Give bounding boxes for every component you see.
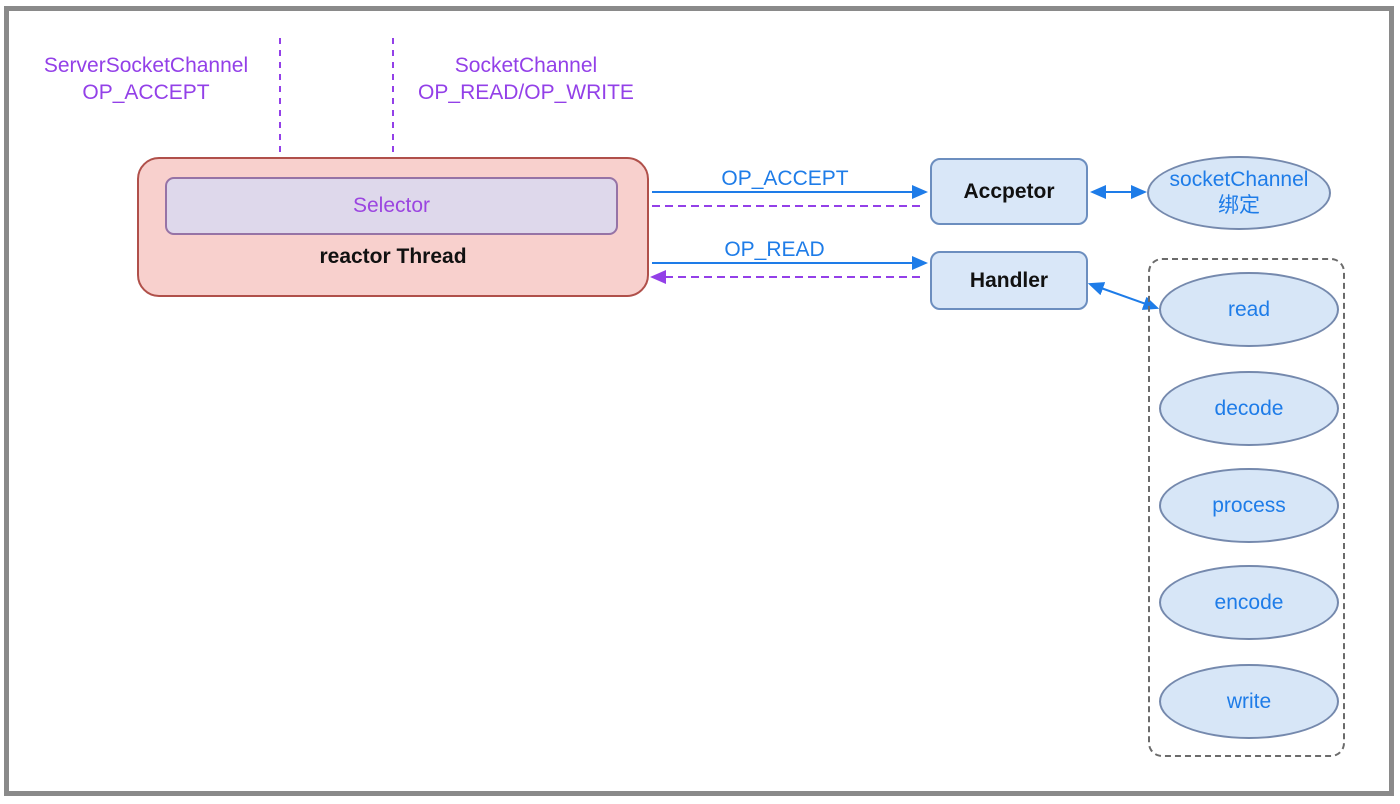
socketchannel-bind-ellipse: socketChannel 绑定 <box>1147 156 1331 230</box>
pipeline-step-process: process <box>1159 468 1339 543</box>
handler-read-double-arrow <box>1087 282 1160 310</box>
socket-channel-label-line2: OP_READ/OP_WRITE <box>418 81 634 104</box>
server-socket-channel-label: ServerSocketChannel OP_ACCEPT <box>20 52 272 106</box>
server-socket-channel-label-line1: ServerSocketChannel <box>43 54 249 77</box>
socket-channel-label-line1: SocketChannel <box>454 54 598 77</box>
acceptor-box: Accpetor <box>930 158 1088 225</box>
handler-box: Handler <box>930 251 1088 310</box>
socket-channel-label: SocketChannel OP_READ/OP_WRITE <box>385 52 667 106</box>
reactor-thread-label: reactor Thread <box>319 245 467 268</box>
handler-label: Handler <box>969 268 1049 292</box>
op-read-edge-label: OP_READ <box>724 238 825 261</box>
selector-box: Selector <box>165 177 618 235</box>
socketchannel-bind-line2: 绑定 <box>1218 194 1260 217</box>
pipeline-step-decode: decode <box>1159 371 1339 446</box>
op-accept-edge-label: OP_ACCEPT <box>721 167 849 190</box>
pipeline-step-encode: encode <box>1159 565 1339 640</box>
handler-pipeline-container <box>1148 258 1345 757</box>
pipeline-step-read: read <box>1159 272 1339 347</box>
acceptor-label: Accpetor <box>963 179 1055 203</box>
socketchannel-bind-line1: socketChannel <box>1169 168 1309 191</box>
pipeline-step-write: write <box>1159 664 1339 739</box>
server-socket-channel-label-line2: OP_ACCEPT <box>82 81 210 104</box>
